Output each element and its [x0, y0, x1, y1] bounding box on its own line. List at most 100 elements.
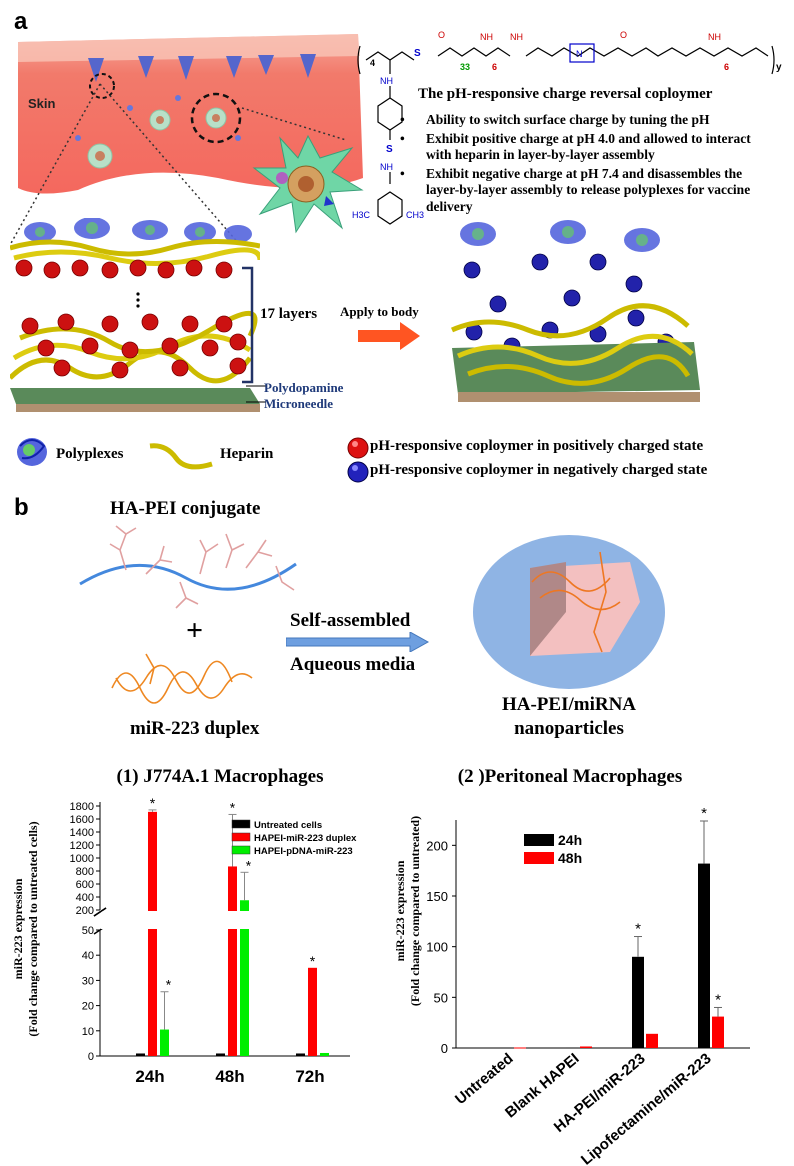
- skin-illustration: [18, 34, 363, 194]
- duplex-drawing: [111, 653, 253, 704]
- negative-state-icon: [347, 461, 369, 483]
- layer-pointer-lines: [246, 385, 266, 403]
- chem-s-2: S: [386, 144, 393, 155]
- chart2-legend-label: 24h: [558, 832, 582, 848]
- chart2-significance-marker: *: [715, 991, 721, 1008]
- chart1-bar: [160, 1029, 169, 1056]
- chart1-tick-label: 1400: [70, 827, 94, 839]
- bullet-2: Exhibit positive charge at pH 4.0 and al…: [400, 131, 770, 164]
- plus-sign: +: [186, 614, 204, 647]
- chart1-category-label: 48h: [215, 1067, 244, 1086]
- chart2-ylabel-line1: miR-223 expression: [393, 860, 407, 962]
- chart2-bar: [514, 1047, 526, 1049]
- chart1-tick-label: 20: [82, 1001, 94, 1013]
- chem-sub-y: y: [776, 62, 782, 73]
- chart2-legend-swatch: [524, 852, 554, 864]
- chart2-title: (2 )Peritoneal Macrophages: [457, 766, 683, 787]
- chart1-legend-swatch: [231, 819, 251, 829]
- chem-n-1: N: [576, 49, 583, 59]
- chem-ch3: CH3: [406, 210, 424, 220]
- chem-nh-4: NH: [380, 76, 393, 86]
- self-assembly-arrow: [286, 632, 430, 652]
- chart2-bar: [646, 1033, 658, 1048]
- chart2-tick-label: 200: [426, 838, 448, 853]
- chem-sub-6b: 6: [724, 62, 729, 72]
- panel-a-letter: a: [14, 8, 28, 35]
- chart2-tick-label: 50: [434, 990, 448, 1005]
- chart1-bar: [308, 967, 317, 1056]
- chart2-legend-swatch: [524, 834, 554, 846]
- chart2-bar: [500, 1047, 512, 1049]
- duplex-label: miR-223 duplex: [130, 718, 260, 739]
- chart1-legend-label: HAPEI-pDNA-miR-223: [254, 846, 353, 857]
- chem-nh-2: NH: [510, 32, 523, 42]
- chart1-ylabel-line1: miR-223 expression: [11, 878, 25, 980]
- chem-nh-1: NH: [480, 32, 493, 42]
- skin-label: Skin: [28, 96, 56, 111]
- chart2-bar: [566, 1047, 578, 1049]
- positive-state-icon: [347, 437, 369, 459]
- layers-label: 17 layers: [260, 306, 318, 322]
- heparin-legend-label: Heparin: [220, 446, 274, 462]
- chart1-tick-label: 40: [82, 950, 94, 962]
- layers-bracket: [242, 266, 254, 384]
- chart2-tick-label: 150: [426, 889, 448, 904]
- np-label-2: nanoparticles: [514, 718, 624, 739]
- chem-sub-33: 33: [460, 62, 470, 72]
- chart1-tick-label: 400: [76, 892, 94, 904]
- dendritic-cell: [252, 134, 364, 234]
- chart1-bar: [228, 866, 237, 1056]
- chart1-significance-marker: *: [246, 857, 252, 873]
- chart1-bar: [148, 811, 157, 1056]
- polyplex-legend-label: Polyplexes: [56, 446, 124, 462]
- negative-state-label: pH-responsive coploymer in negatively ch…: [370, 462, 708, 478]
- lbl-assembly-right: [450, 220, 700, 402]
- chart1-tick-label: 10: [82, 1026, 94, 1038]
- chem-sub-4: 4: [370, 58, 375, 68]
- cell-connector: [241, 107, 347, 141]
- chart1-ylabel-line2: (Fold change compared to untreated cells…: [26, 821, 40, 1037]
- chart2-significance-marker: *: [635, 921, 641, 938]
- chart1-break-gap: [101, 911, 351, 929]
- bullet-1: Ability to switch surface charge by tuni…: [400, 112, 770, 129]
- bullet-3: Exhibit negative charge at pH 7.4 and di…: [400, 166, 770, 216]
- chem-nh-3: NH: [708, 32, 721, 42]
- apply-label: Apply to body: [340, 304, 419, 319]
- chart1-ylabel: miR-223 expression (Fold change compared…: [11, 789, 41, 1069]
- chart2-category-label: Untreated: [452, 1050, 517, 1108]
- positive-state-label: pH-responsive coploymer in positively ch…: [370, 438, 704, 454]
- chem-sub-6a: 6: [492, 62, 497, 72]
- chart1-bar: [240, 900, 249, 1056]
- lbl-assembly-left: [10, 218, 260, 412]
- polyplex-legend-icon: [17, 438, 47, 466]
- chem-o-2: O: [620, 30, 627, 40]
- chart1-title: (1) J774A.1 Macrophages: [116, 766, 324, 787]
- chart1-category-label: 72h: [295, 1067, 324, 1086]
- chart2-significance-marker: *: [701, 805, 707, 822]
- chem-s: S: [414, 48, 421, 59]
- chart1-significance-marker: *: [150, 795, 156, 811]
- chart1-tick-label: 30: [82, 975, 94, 987]
- chart2-bar: [580, 1046, 592, 1048]
- panel-b-letter: b: [14, 494, 29, 521]
- nanoparticle-drawing: [473, 535, 665, 689]
- conjugate-drawing: [79, 525, 297, 609]
- arrow-bottom-label: Aqueous media: [290, 654, 416, 675]
- chart2-bar: [632, 956, 644, 1048]
- chart2-tick-label: 0: [441, 1041, 448, 1056]
- chem-nh-5: NH: [380, 162, 393, 172]
- chart1-tick-label: 1800: [70, 801, 94, 813]
- chart1-tick-label: 50: [82, 925, 94, 937]
- chart1-category-label: 24h: [135, 1067, 164, 1086]
- chem-o-1: O: [438, 30, 445, 40]
- arrow-top-label: Self-assembled: [290, 610, 411, 631]
- chart1-significance-marker: *: [230, 799, 236, 815]
- chart1-legend-swatch: [231, 845, 251, 855]
- np-label-1: HA-PEI/miRNA: [501, 694, 637, 715]
- chart1-tick-label: 1200: [70, 840, 94, 852]
- chart1-bar: [136, 1053, 145, 1056]
- microneedle-label: Microneedle: [264, 396, 334, 411]
- chart1-tick-label: 0: [88, 1051, 94, 1063]
- chart1-axis-break-mark: [93, 907, 107, 917]
